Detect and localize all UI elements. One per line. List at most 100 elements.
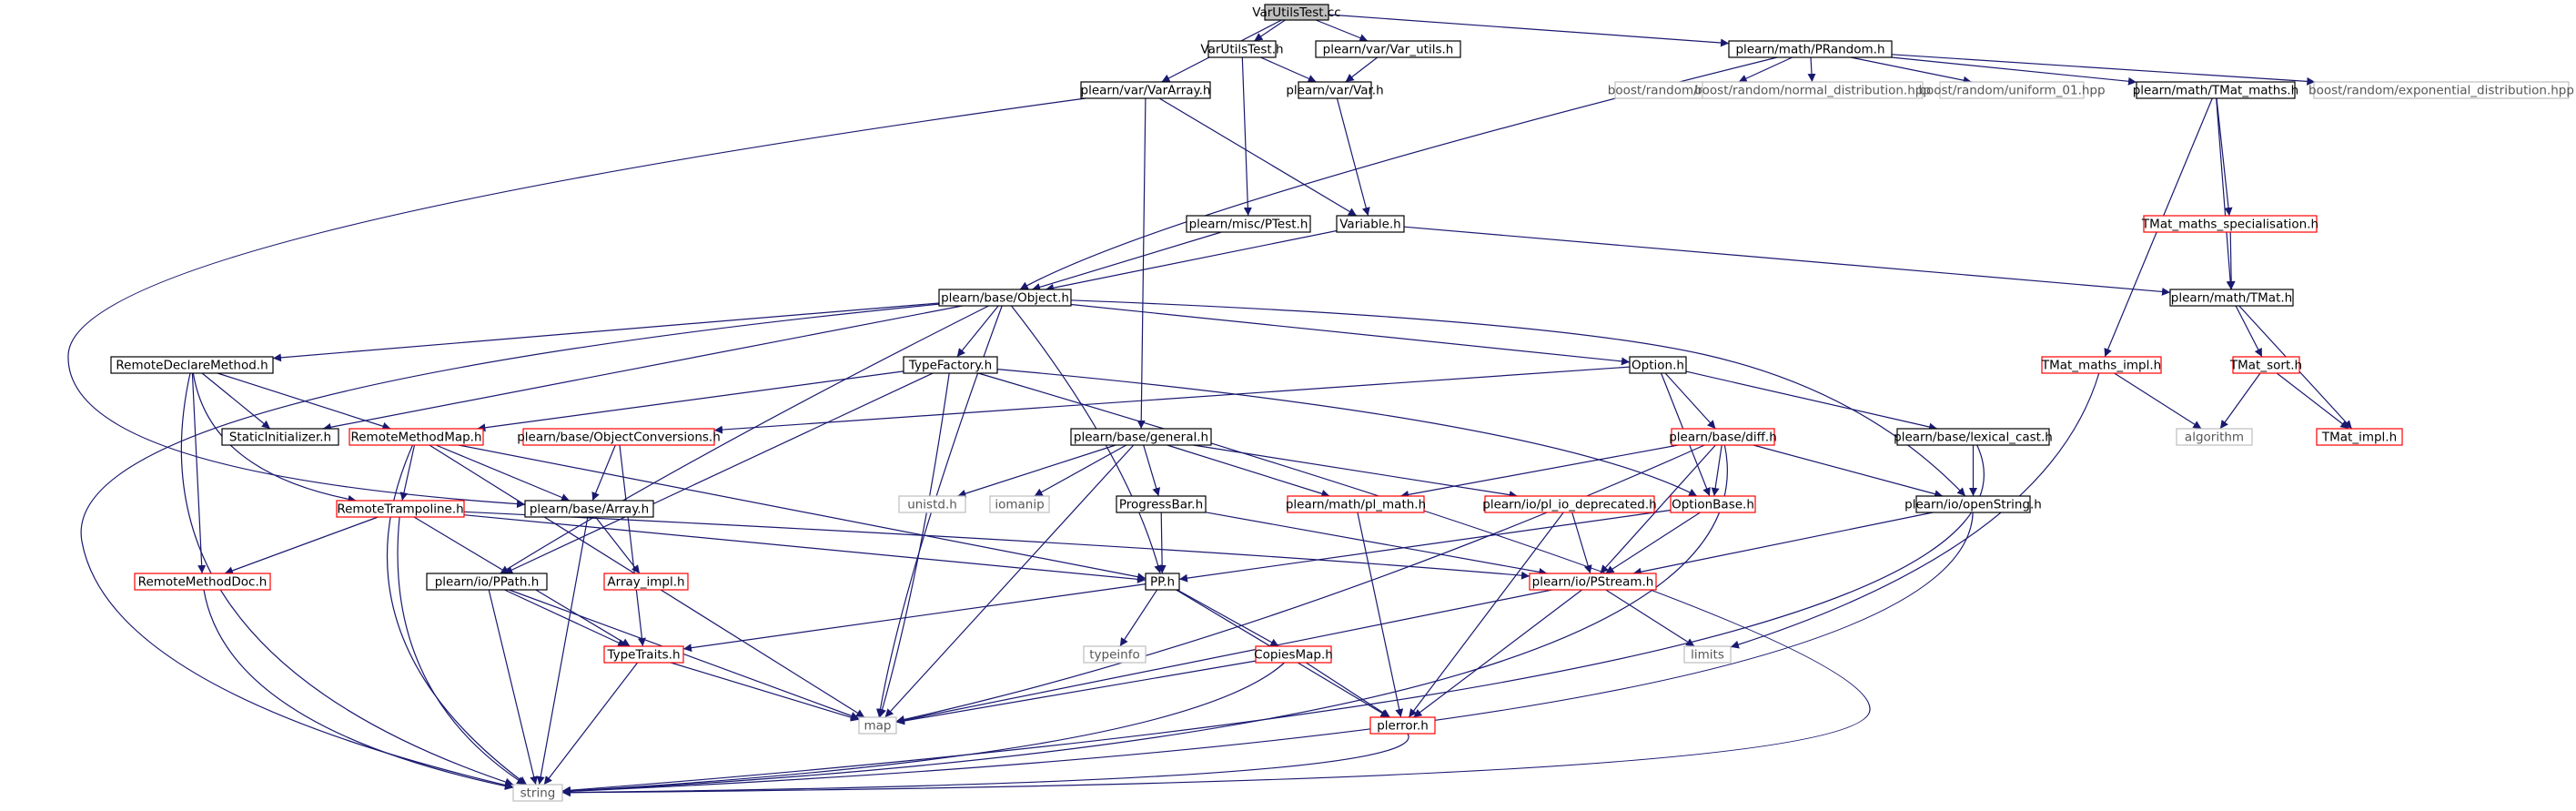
node-label: plearn/base/diff.h <box>1669 431 1777 445</box>
edge-root-to-vut <box>1253 19 1286 42</box>
edge-tramp-to-rmd <box>224 516 379 575</box>
node-box <box>2176 428 2253 446</box>
node-progress[interactable]: ProgressBar.h <box>1116 495 1207 513</box>
edge-diff-to-pstream <box>1600 444 1716 574</box>
node-pp[interactable]: PP.h <box>1145 573 1180 591</box>
node-box <box>1298 81 1372 99</box>
node-root[interactable]: VarUtilsTest.cc <box>1252 4 1341 21</box>
edge-copiesmap-to-string <box>561 662 1286 796</box>
edge-object-to-option <box>1070 303 1631 366</box>
node-plerror[interactable]: plerror.h <box>1369 716 1436 735</box>
node-tmatimpl[interactable]: TMat_maths_impl.h <box>2041 356 2162 374</box>
node-box <box>2041 356 2162 374</box>
node-lexical[interactable]: plearn/base/lexical_cast.h <box>1894 428 2053 446</box>
node-tmatmaths[interactable]: plearn/math/TMat_maths.h <box>2133 81 2299 99</box>
node-box <box>1145 573 1180 591</box>
node-rmd[interactable]: RemoteMethodDoc.h <box>134 573 271 591</box>
edge-object-to-rdm <box>272 302 940 362</box>
edge-typefactory-to-optionbase <box>996 369 1698 497</box>
node-rdm[interactable]: RemoteDeclareMethod.h <box>110 356 274 374</box>
node-box <box>2313 81 2570 99</box>
node-label: map <box>864 719 892 734</box>
node-general[interactable]: plearn/base/general.h <box>1070 428 1212 446</box>
node-box <box>1671 428 1775 446</box>
node-label: TMat_impl.h <box>2321 431 2397 445</box>
node-box <box>2143 215 2318 233</box>
node-tmatsort[interactable]: TMat_sort.h <box>2229 356 2302 374</box>
node-plio[interactable]: plearn/io/pl_io_deprecated.h <box>1482 495 1657 513</box>
node-box <box>903 356 998 374</box>
node-rmm[interactable]: RemoteMethodMap.h <box>349 428 484 446</box>
node-label: Array_impl.h <box>607 575 684 590</box>
node-tmatspec[interactable]: TMat_maths_specialisation.h <box>2141 215 2318 233</box>
edge-object-to-static <box>322 305 963 431</box>
edge-ppath-to-string <box>488 589 539 786</box>
node-tmatimpl2[interactable]: TMat_impl.h <box>2316 428 2403 446</box>
edge-prandom-to-expdist <box>1891 54 2316 86</box>
node-label: plearn/io/PPath.h <box>435 575 540 590</box>
edge-tmatspec-to-tmat <box>2227 231 2236 290</box>
edge-openstring-to-string <box>561 512 1974 796</box>
node-diff[interactable]: plearn/base/diff.h <box>1669 428 1777 446</box>
node-label: unistd.h <box>907 498 957 512</box>
node-static[interactable]: StaticInitializer.h <box>221 428 339 446</box>
node-box <box>522 428 715 446</box>
edge-array-to-arrayimpl <box>595 516 641 574</box>
node-typefactory[interactable]: TypeFactory.h <box>903 356 998 374</box>
node-box <box>2232 356 2300 374</box>
node-unistd: unistd.h <box>898 495 966 513</box>
edge-vut-to-ptest <box>1241 56 1252 217</box>
edge-optionbase-to-pp <box>1178 509 1672 583</box>
edge-progress-to-pp <box>1157 512 1167 574</box>
edge-typefactory-to-string <box>561 372 1871 797</box>
node-varutils[interactable]: plearn/var/Var_utils.h <box>1315 40 1461 58</box>
node-vut[interactable]: VarUtilsTest.h <box>1200 40 1284 58</box>
edge-vararray-to-variable <box>1158 97 1358 217</box>
node-box <box>221 428 339 446</box>
node-ptest[interactable]: plearn/misc/PTest.h <box>1186 215 1311 233</box>
edge-general-to-map <box>884 444 1135 718</box>
edge-pp-to-copiesmap <box>1177 589 1279 647</box>
node-optionbase[interactable]: OptionBase.h <box>1670 495 1756 513</box>
node-arrayimpl[interactable]: Array_impl.h <box>603 573 689 591</box>
node-ppath[interactable]: plearn/io/PPath.h <box>426 573 548 591</box>
node-var[interactable]: plearn/var/Var.h <box>1286 81 1384 99</box>
edge-rdm-to-rmm <box>217 372 391 431</box>
node-typeinfo: typeinfo <box>1083 645 1147 664</box>
edge-tramp-to-string <box>397 516 526 786</box>
node-pstream[interactable]: plearn/io/PStream.h <box>1529 573 1657 591</box>
node-vararray[interactable]: plearn/var/VarArray.h <box>1080 81 1211 99</box>
node-limits: limits <box>1683 645 1732 664</box>
edge-option-to-lexical <box>1685 370 1938 431</box>
edge-ppath-to-typetraits <box>504 589 627 647</box>
node-option[interactable]: Option.h <box>1629 356 1687 374</box>
node-label: plearn/base/lexical_cast.h <box>1894 431 2053 445</box>
node-string: string <box>512 784 563 802</box>
node-tramp[interactable]: RemoteTrampoline.h <box>336 500 465 518</box>
node-box <box>1116 495 1207 513</box>
edge-diff-to-openstring <box>1753 444 1944 499</box>
edge-prandom-to-tmatmaths <box>1891 56 2137 86</box>
node-label: string <box>520 786 556 801</box>
node-variable[interactable]: Variable.h <box>1336 215 1405 233</box>
node-label: plearn/io/PStream.h <box>1532 575 1654 590</box>
node-label: typeinfo <box>1089 648 1139 663</box>
node-label: VarUtilsTest.h <box>1200 43 1283 57</box>
node-object[interactable]: plearn/base/Object.h <box>938 289 1072 307</box>
node-tmat[interactable]: plearn/math/TMat.h <box>2169 289 2294 307</box>
edge-openstring-to-pstream <box>1632 512 1934 576</box>
node-box <box>1080 81 1211 99</box>
node-label: plearn/base/Object.h <box>941 291 1069 306</box>
node-map: map <box>858 716 897 735</box>
edge-plio-to-pstream <box>1571 512 1592 574</box>
node-normal: boost/random/normal_distribution.hpp <box>1694 81 1931 99</box>
node-algorithm: algorithm <box>2176 428 2253 446</box>
node-array[interactable]: plearn/base/Array.h <box>524 500 654 518</box>
node-objconv[interactable]: plearn/base/ObjectConversions.h <box>517 428 721 446</box>
node-prandom[interactable]: plearn/math/PRandom.h <box>1728 40 1893 58</box>
node-copiesmap[interactable]: CopiesMap.h <box>1254 645 1333 664</box>
node-plmath[interactable]: plearn/math/pl_math.h <box>1286 495 1426 513</box>
node-label: plearn/misc/PTest.h <box>1189 218 1308 232</box>
node-typetraits[interactable]: TypeTraits.h <box>603 645 684 664</box>
node-openstring[interactable]: plearn/io/openString.h <box>1904 495 2042 513</box>
